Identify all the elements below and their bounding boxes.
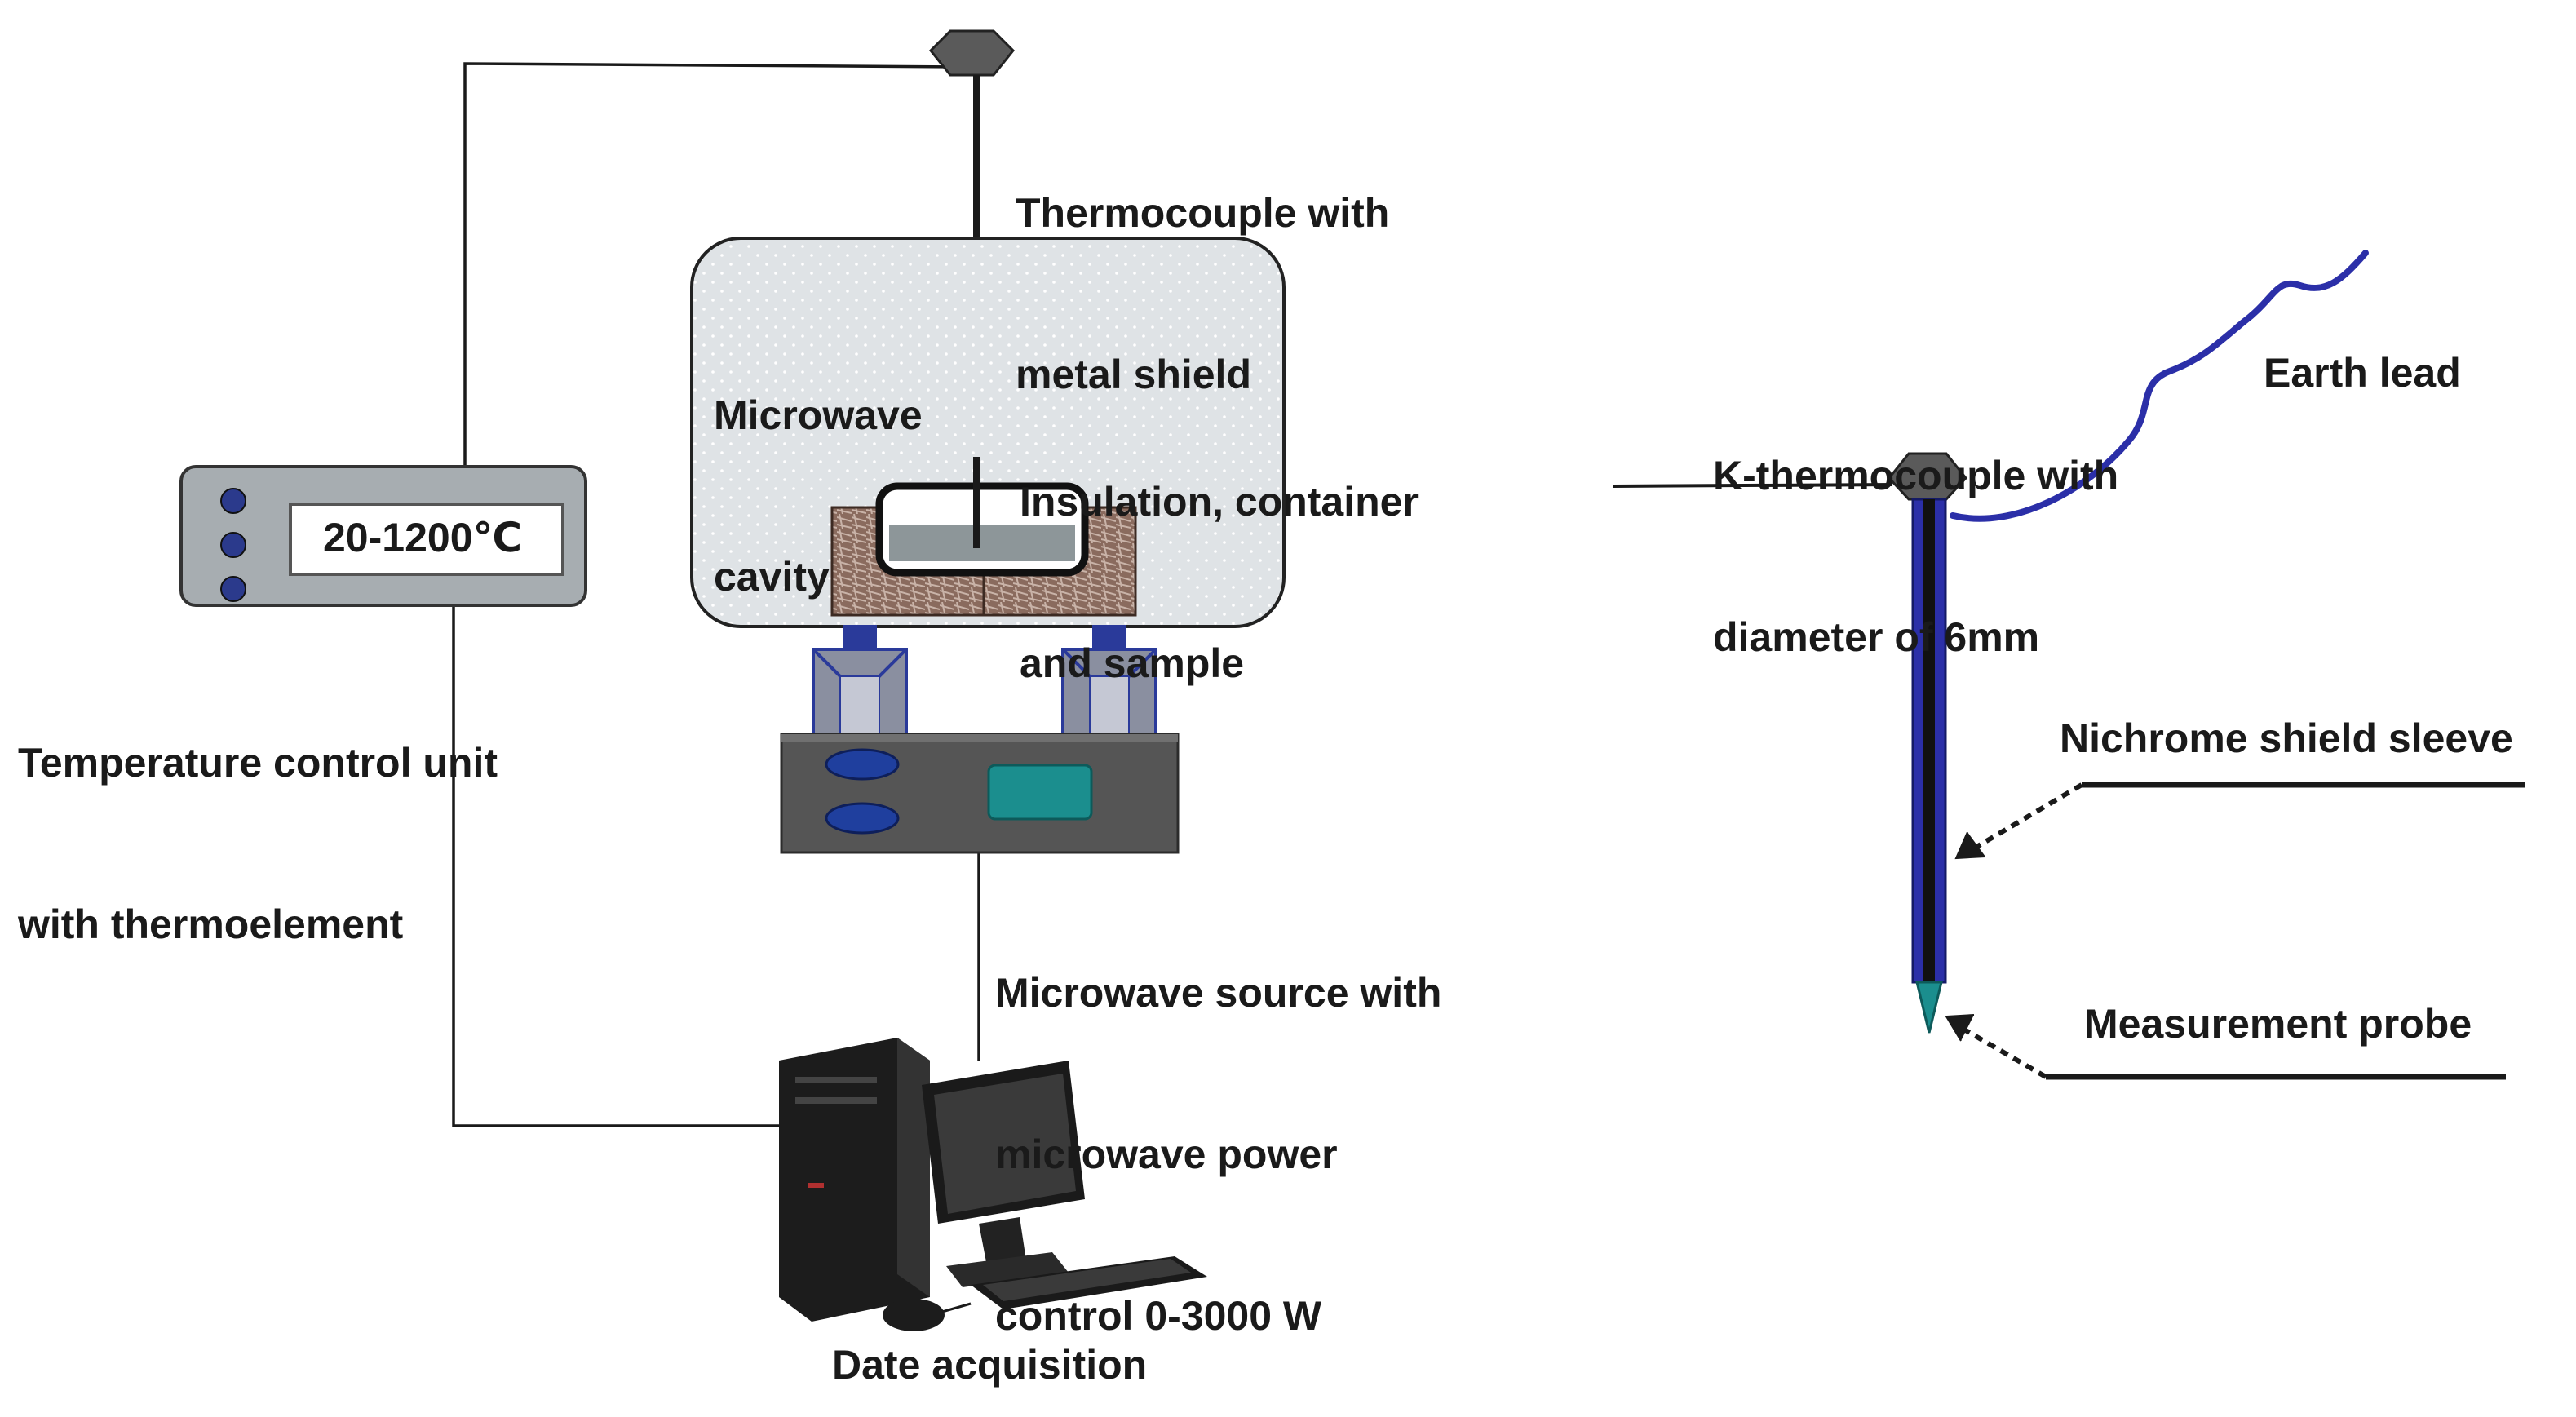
probe-pointers	[1945, 782, 2525, 1080]
label-temperature-control-unit: Temperature control unit with thermoelem…	[18, 740, 498, 947]
temperature-range-readout: 20-1200℃	[323, 515, 523, 560]
waveguide-horns	[812, 625, 1157, 736]
label-microwave-cavity: Microwave cavity	[714, 392, 923, 600]
measurement-probe-tip	[1915, 981, 1943, 1034]
microwave-cavity	[690, 237, 1286, 628]
earth-lead-wire	[1950, 250, 2369, 522]
label-k-thermocouple: K-thermocouple with diameter of 6mm	[1713, 453, 2119, 660]
unit-button-2	[220, 532, 246, 558]
probe-detail	[1613, 250, 2369, 1034]
probe-arrow	[1963, 1027, 2047, 1079]
computer-tower	[779, 1038, 930, 1322]
unit-button-1	[220, 488, 246, 514]
wire-control-unit-to-computer	[452, 605, 779, 1127]
unit-button-3	[220, 576, 246, 602]
microwave-source	[780, 733, 1180, 854]
thermocouple-head	[928, 29, 1016, 77]
label-earth-lead: Earth lead	[2264, 350, 2461, 396]
sample	[889, 525, 1075, 561]
label-thermocouple-shield: Thermocouple with metal shield	[1016, 190, 1390, 397]
computer-mouse	[883, 1299, 945, 1331]
computer-monitor	[922, 1061, 1085, 1287]
label-insulation-container-sample: Insulation, container and sample	[1020, 479, 1419, 686]
computer-keyboard	[971, 1256, 1207, 1309]
label-microwave-source: Microwave source with microwave power co…	[995, 970, 1442, 1339]
horn-left	[812, 625, 908, 736]
connection-wires	[452, 62, 980, 1127]
horn-right	[1061, 625, 1157, 736]
label-data-acquisition: Date acquisition	[832, 1342, 1148, 1388]
source-screen	[987, 764, 1093, 821]
temperature-control-unit	[179, 465, 587, 607]
nichrome-arrow	[1972, 782, 2083, 851]
source-knob-bottom	[825, 802, 900, 835]
unit-display	[289, 503, 564, 576]
computer	[779, 1038, 1207, 1331]
label-measurement-probe: Measurement probe	[2084, 1001, 2472, 1047]
source-knob-top	[825, 748, 900, 781]
label-nichrome-shield-sleeve: Nichrome shield sleeve	[2060, 715, 2513, 761]
wire-thermocouple-to-control-unit	[463, 62, 963, 467]
probe-wire	[1613, 483, 1893, 488]
